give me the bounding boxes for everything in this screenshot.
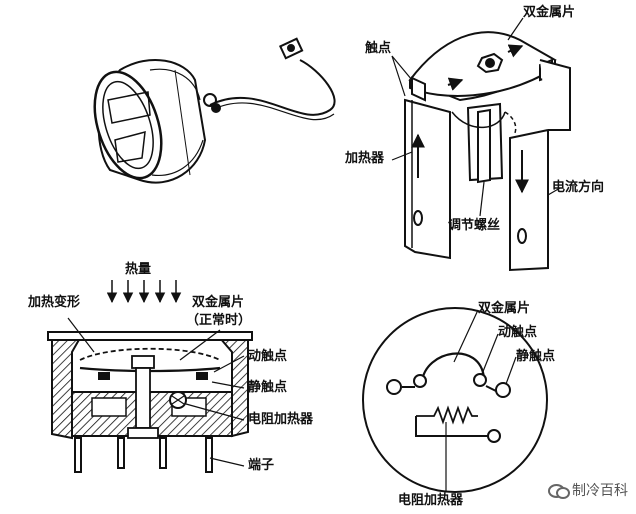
label-static-contact: 静触点 xyxy=(248,380,288,395)
label-bimetal-circle: 双金属片 xyxy=(478,301,531,316)
label-static-contact-circle: 静触点 xyxy=(516,349,556,364)
watermark: 制冷百科 xyxy=(548,480,628,500)
circular-schematic xyxy=(362,307,548,493)
label-resistance-heater: 电阻加热器 xyxy=(248,412,314,427)
top-leaders xyxy=(391,17,561,217)
label-heater-top: 加热器 xyxy=(345,151,385,166)
protector-illustration xyxy=(93,37,336,184)
label-bimetal-top: 双金属片 xyxy=(523,5,576,20)
label-heat: 热量 xyxy=(125,262,152,277)
label-contacts: 触点 xyxy=(365,41,392,56)
cross-section xyxy=(47,280,253,473)
wechat-icon xyxy=(548,482,570,499)
label-bimetal-normal: 双金属片 xyxy=(192,295,245,310)
label-current-direction: 电流方向 xyxy=(552,180,605,195)
label-moving-contact-circle: 动触点 xyxy=(498,325,538,340)
heat-arrows xyxy=(106,280,182,304)
label-adjust-screw: 调节螺丝 xyxy=(448,218,501,233)
label-terminal: 端子 xyxy=(248,458,275,473)
label-moving-contact: 动触点 xyxy=(248,349,288,364)
label-resistance-heater-circle: 电阻加热器 xyxy=(398,493,464,508)
label-heat-deform: 加热变形 xyxy=(28,295,81,310)
watermark-text: 制冷百科 xyxy=(572,483,628,499)
label-bimetal-normal-note: （正常时） xyxy=(186,313,252,328)
contact-mechanism xyxy=(404,31,571,272)
